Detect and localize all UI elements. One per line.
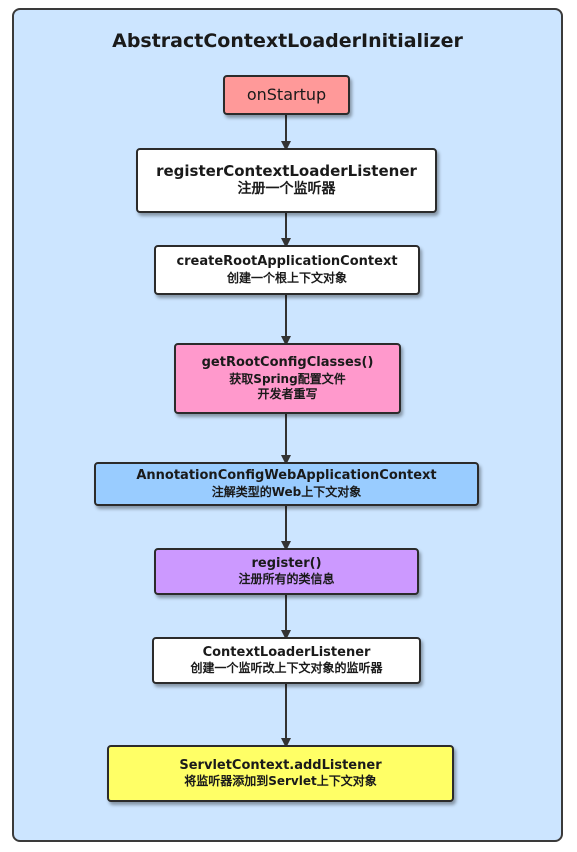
node-register-listener-method: registerContextLoaderListener <box>156 162 417 181</box>
node-annotation-config-web-application-context: AnnotationConfigWebApplicationContext 注解… <box>94 462 479 506</box>
node-servlet-context-add-listener: ServletContext.addListener 将监听器添加到Servle… <box>107 745 454 802</box>
node-annotation-ctx-class: AnnotationConfigWebApplicationContext <box>136 468 437 484</box>
diagram-title: AbstractContextLoaderInitializer <box>112 30 463 52</box>
node-get-root-config-note: 开发者重写 <box>257 386 318 401</box>
node-on-startup-label: onStartup <box>246 85 327 104</box>
node-register-listener-desc: 注册一个监听器 <box>237 181 336 198</box>
node-create-root-method: createRootApplicationContext <box>176 254 398 270</box>
node-register-method: register() <box>251 555 322 571</box>
node-create-root-application-context: createRootApplicationContext 创建一个根上下文对象 <box>154 245 420 295</box>
node-get-root-config-desc: 获取Spring配置文件 <box>229 371 346 386</box>
node-ctx-listener-class: ContextLoaderListener <box>202 644 371 660</box>
node-get-root-config-classes: getRootConfigClasses() 获取Spring配置文件 开发者重… <box>174 343 401 414</box>
node-register-desc: 注册所有的类信息 <box>238 572 335 587</box>
node-on-startup: onStartup <box>223 75 350 115</box>
node-register-context-loader-listener: registerContextLoaderListener 注册一个监听器 <box>136 148 437 213</box>
node-create-root-desc: 创建一个根上下文对象 <box>226 270 347 285</box>
node-register: register() 注册所有的类信息 <box>154 548 419 595</box>
node-add-listener-desc: 将监听器添加到Servlet上下文对象 <box>184 774 377 789</box>
node-annotation-ctx-desc: 注解类型的Web上下文对象 <box>211 484 362 499</box>
node-context-loader-listener: ContextLoaderListener 创建一个监听改上下文对象的监听器 <box>152 637 421 684</box>
node-ctx-listener-desc: 创建一个监听改上下文对象的监听器 <box>190 661 383 676</box>
node-get-root-config-method: getRootConfigClasses() <box>201 355 374 371</box>
node-add-listener-method: ServletContext.addListener <box>179 757 382 773</box>
